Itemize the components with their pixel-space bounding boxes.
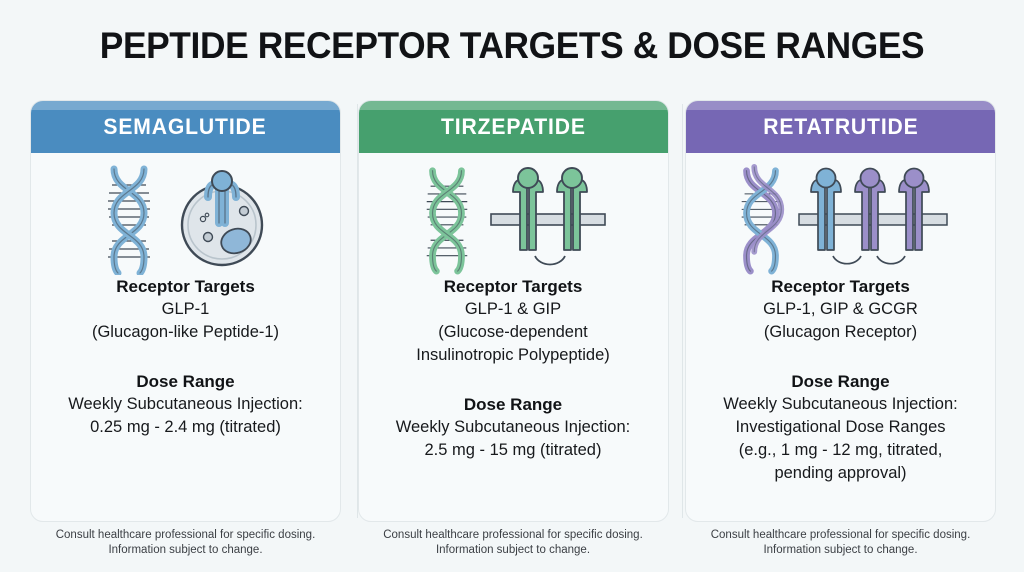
drug-card-retatrutide: RETATRUTIDE — [685, 100, 996, 522]
card-title-label: RETATRUTIDE — [762, 114, 919, 139]
dose-range-heading: Dose Range — [463, 395, 563, 414]
dose-range-line: Weekly Subcutaneous Injection: — [395, 418, 631, 436]
triple-receptor-membrane-icon — [797, 167, 948, 265]
disclaimer-line: Information subject to change. — [108, 544, 263, 556]
dose-range-line: Weekly Subcutaneous Injection: — [723, 395, 958, 413]
disclaimer-line: Consult healthcare professional for spec… — [383, 529, 643, 541]
dna-helix-icon — [741, 163, 784, 275]
card-header-tirzepatide: TIRZEPATIDE — [358, 101, 668, 153]
disclaimer-line: Consult healthcare professional for spec… — [55, 529, 316, 541]
icon-row — [419, 153, 607, 275]
card-header-semaglutide: SEMAGLUTIDE — [31, 101, 340, 153]
card-body: Receptor Targets GLP-1 & GIP (Glucose-de… — [359, 275, 668, 521]
icon-row — [100, 153, 272, 275]
dose-range-line: 0.25 mg - 2.4 mg (titrated) — [90, 418, 281, 436]
dose-range-line: (e.g., 1 mg - 12 mg, titrated, — [738, 441, 943, 459]
drug-card-semaglutide: SEMAGLUTIDE — [30, 100, 341, 522]
receptor-target-line: GLP-1, GIP & GCGR — [763, 300, 918, 318]
dna-helix-icon — [426, 167, 468, 275]
card-divider — [682, 104, 683, 518]
disclaimer-tirzepatide: Consult healthcare professional for spec… — [358, 528, 669, 558]
card-body: Receptor Targets GLP-1 (Glucagon-like Pe… — [31, 275, 340, 521]
dose-range-line: pending approval) — [774, 464, 907, 482]
card-title-label: TIRZEPATIDE — [440, 114, 586, 139]
dose-range-heading: Dose Range — [136, 372, 235, 391]
receptor-target-line: (Glucagon Receptor) — [763, 323, 918, 341]
drug-card-tirzepatide: TIRZEPATIDE — [357, 100, 669, 522]
receptor-targets-heading: Receptor Targets — [443, 277, 583, 296]
dose-range-line: 2.5 mg - 15 mg (titrated) — [424, 441, 602, 459]
disclaimer-semaglutide: Consult healthcare professional for spec… — [30, 528, 341, 558]
page-title: PEPTIDE RECEPTOR TARGETS & DOSE RANGES — [99, 25, 925, 66]
receptor-target-line: (Glucose-dependent — [438, 323, 588, 341]
card-header-retatrutide: RETATRUTIDE — [686, 101, 995, 153]
receptor-target-line: Insulinotropic Polypeptide) — [416, 346, 610, 364]
card-body: Receptor Targets GLP-1, GIP & GCGR (Gluc… — [686, 275, 995, 521]
receptor-target-line: GLP-1 & GIP — [464, 300, 562, 318]
receptor-targets-heading: Receptor Targets — [771, 277, 910, 296]
card-divider — [357, 104, 358, 518]
dose-range-line: Investigational Dose Ranges — [735, 418, 946, 436]
receptor-targets-heading: Receptor Targets — [116, 277, 255, 296]
disclaimer-retatrutide: Consult healthcare professional for spec… — [685, 528, 996, 558]
dose-range-heading: Dose Range — [791, 372, 890, 391]
cell-receptor-icon — [180, 170, 263, 267]
footer-row: Consult healthcare professional for spec… — [30, 528, 996, 558]
receptor-target-line: GLP-1 — [161, 300, 210, 318]
card-deck: SEMAGLUTIDE — [30, 100, 996, 522]
disclaimer-line: Information subject to change. — [763, 544, 918, 556]
receptor-target-line: (Glucagon-like Peptide-1) — [91, 323, 280, 341]
dual-receptor-membrane-icon — [490, 167, 606, 266]
disclaimer-line: Consult healthcare professional for spec… — [710, 529, 971, 541]
card-title-label: SEMAGLUTIDE — [103, 114, 268, 139]
icon-row — [733, 153, 949, 275]
dose-range-line: Weekly Subcutaneous Injection: — [68, 395, 303, 413]
disclaimer-line: Information subject to change. — [435, 544, 591, 556]
dna-helix-icon — [107, 165, 150, 275]
